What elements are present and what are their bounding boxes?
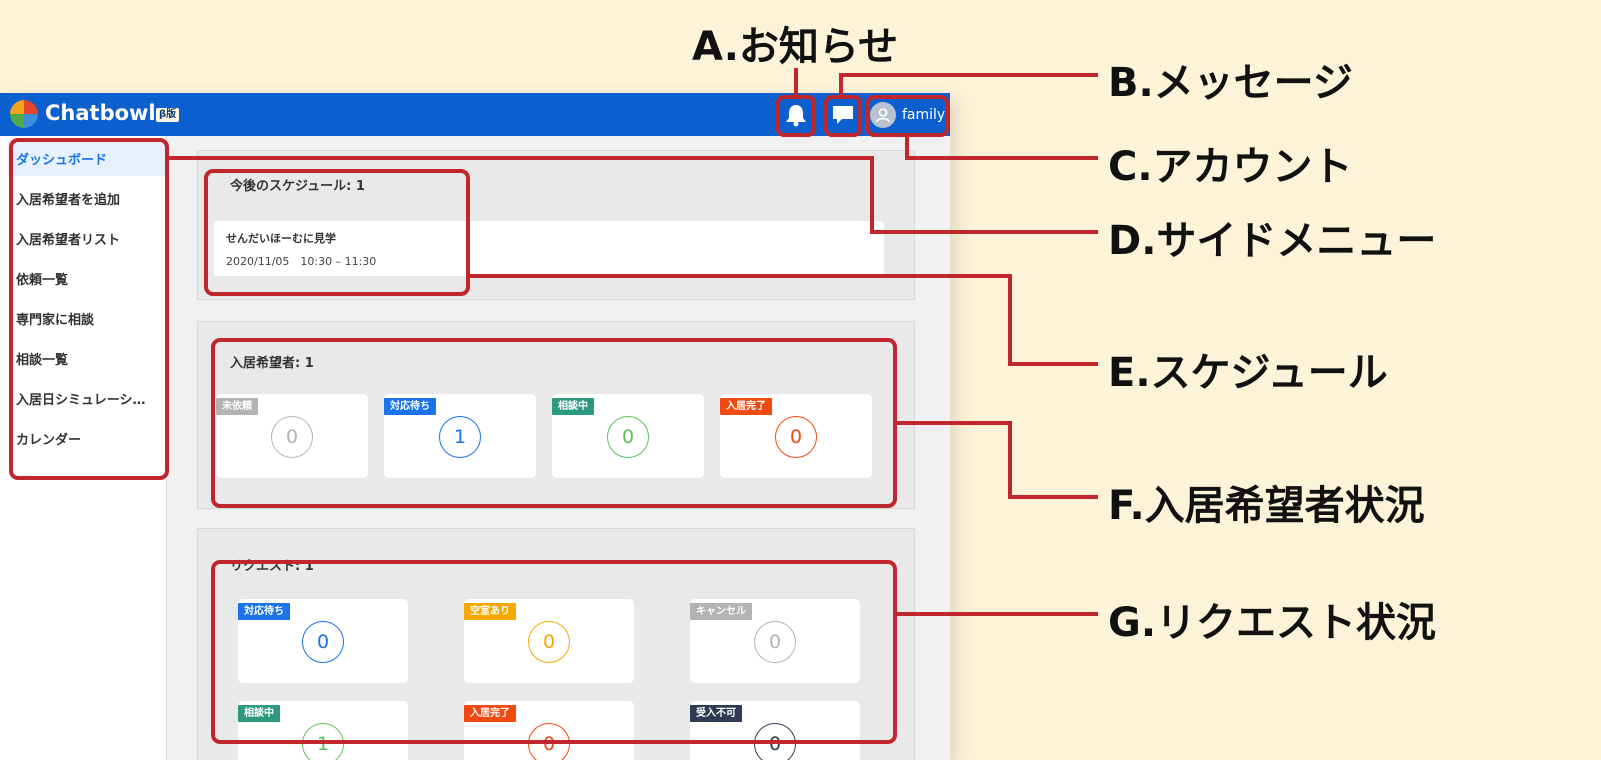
schedule-panel: 今後のスケジュール: 1 せんだいほーむに見学 2020/11/05 10:30…	[197, 150, 915, 300]
sidebar-item-requests[interactable]: 依頼一覧	[16, 272, 69, 288]
side-menu: ダッシュボード 入居希望者を追加 入居希望者リスト 依頼一覧 専門家に相談 相談…	[0, 136, 167, 760]
stat-count: 1	[302, 723, 344, 760]
app-header: Chatbowl β版 family	[0, 93, 950, 136]
stat-label: 相談中	[238, 705, 280, 722]
stat-label: 相談中	[552, 398, 594, 415]
schedule-item[interactable]: せんだいほーむに見学 2020/11/05 10:30 – 11:30	[214, 221, 884, 276]
bell-icon	[786, 104, 806, 126]
requests-title: リクエスト: 1	[230, 559, 314, 574]
stat-count: 0	[528, 621, 570, 663]
applicant-stat-moved-in[interactable]: 入居完了 0	[720, 394, 872, 478]
sidebar-item-consult-expert[interactable]: 専門家に相談	[16, 312, 95, 328]
schedule-item-time: 2020/11/05 10:30 – 11:30	[226, 255, 377, 268]
requests-panel: リクエスト: 1 対応待ち 0 空室あり 0 キャンセル 0 相談中 1 入居完…	[197, 528, 915, 760]
callout-b-label: B.メッセージ	[1108, 60, 1353, 106]
callout-a-label: A.お知らせ	[692, 24, 899, 70]
stat-label: 対応待ち	[238, 603, 290, 620]
callout-c-label: C.アカウント	[1108, 144, 1353, 190]
applicant-stat-awaiting[interactable]: 対応待ち 1	[384, 394, 536, 478]
schedule-item-name: せんだいほーむに見学	[226, 232, 336, 245]
applicant-stat-not-requested[interactable]: 未依頼 0	[216, 394, 368, 478]
account-name: family	[902, 106, 946, 123]
stat-label: 入居完了	[720, 398, 772, 415]
request-stat-consulting[interactable]: 相談中 1	[238, 701, 408, 760]
sidebar-item-add-applicant[interactable]: 入居希望者を追加	[16, 192, 121, 208]
messages-button[interactable]	[827, 99, 859, 130]
applicants-title: 入居希望者: 1	[230, 356, 314, 371]
schedule-title: 今後のスケジュール: 1	[230, 179, 365, 194]
account-button[interactable]: family	[870, 99, 950, 130]
callout-d-label: D.サイドメニュー	[1108, 218, 1437, 264]
user-avatar-icon	[870, 101, 896, 128]
stat-label: 未依頼	[216, 398, 258, 415]
applicants-panel: 入居希望者: 1 未依頼 0 対応待ち 1 相談中 0 入居完了 0	[197, 321, 915, 509]
request-stat-awaiting[interactable]: 対応待ち 0	[238, 599, 408, 683]
notifications-button[interactable]	[780, 99, 812, 130]
stat-label: キャンセル	[690, 603, 752, 620]
callout-e-label: E.スケジュール	[1108, 350, 1388, 396]
stat-label: 空室あり	[464, 603, 516, 620]
sidebar-item-consultations[interactable]: 相談一覧	[16, 352, 69, 368]
request-stat-cancelled[interactable]: キャンセル 0	[690, 599, 860, 683]
stat-count: 0	[775, 416, 817, 458]
sidebar-item-applicant-list[interactable]: 入居希望者リスト	[16, 232, 121, 248]
stat-label: 受入不可	[690, 705, 742, 722]
stat-count: 0	[528, 723, 570, 760]
sidebar-item-calendar[interactable]: カレンダー	[16, 432, 82, 448]
chat-bubble-icon	[833, 105, 853, 124]
sidebar-item-dashboard[interactable]: ダッシュボード	[8, 140, 165, 176]
stat-count: 0	[754, 621, 796, 663]
app-window: Chatbowl β版 family ダッシュボード 入居希望者	[0, 93, 950, 760]
dashboard-content: 今後のスケジュール: 1 せんだいほーむに見学 2020/11/05 10:30…	[167, 136, 950, 760]
stat-count: 0	[754, 723, 796, 760]
stat-label: 入居完了	[464, 705, 516, 722]
callout-f-label: F.入居希望者状況	[1108, 483, 1425, 529]
stat-count: 0	[607, 416, 649, 458]
app-name[interactable]: Chatbowl	[45, 101, 156, 125]
stat-count: 0	[302, 621, 344, 663]
request-stat-moved-in[interactable]: 入居完了 0	[464, 701, 634, 760]
chatbowl-logo-icon[interactable]	[9, 99, 39, 129]
stat-count: 1	[439, 416, 481, 458]
stat-label: 対応待ち	[384, 398, 436, 415]
request-stat-vacancy[interactable]: 空室あり 0	[464, 599, 634, 683]
callout-g-label: G.リクエスト状況	[1108, 600, 1437, 646]
applicant-stat-consulting[interactable]: 相談中 0	[552, 394, 704, 478]
stat-count: 0	[271, 416, 313, 458]
request-stat-rejected[interactable]: 受入不可 0	[690, 701, 860, 760]
beta-badge: β版	[156, 108, 180, 122]
sidebar-item-move-in-simulation[interactable]: 入居日シミュレーシ…	[16, 392, 146, 408]
